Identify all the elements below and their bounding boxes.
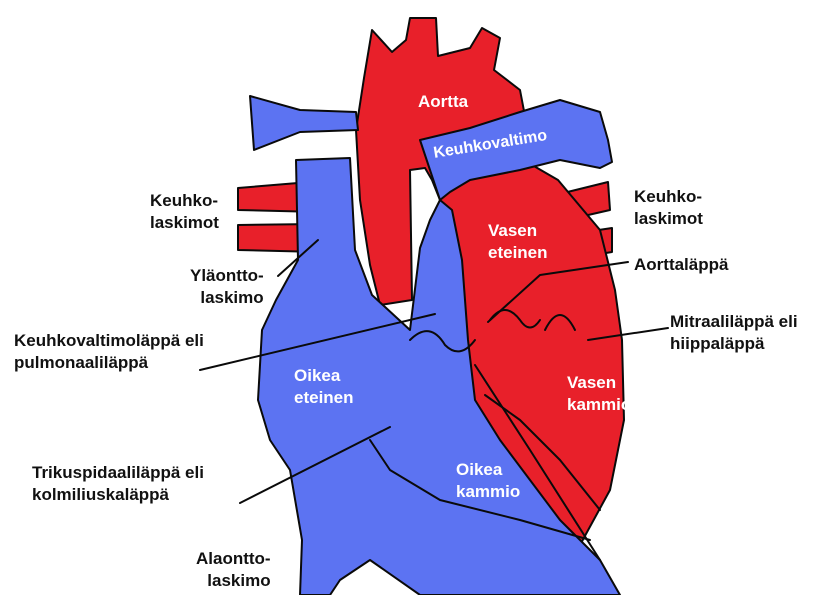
- label-mitraalilappa: Mitraaliläppä eli hiippaläppä: [670, 311, 798, 355]
- label-trikuspidaalilappa: Trikuspidaaliläppä eli kolmiliuskaläppä: [32, 462, 204, 506]
- label-ylaonttolaskimo: Yläontto- laskimo: [190, 265, 264, 309]
- label-aortta: Aortta: [418, 91, 468, 113]
- label-vasen-kammio: Vasen kammio: [567, 372, 631, 416]
- label-keuhkolaskimot-right: Keuhko- laskimot: [634, 186, 703, 230]
- label-alaonttolaskimo: Alaontto- laskimo: [196, 548, 271, 592]
- label-oikea-eteinen: Oikea eteinen: [294, 365, 354, 409]
- vena-cava-stubs: [250, 96, 358, 150]
- label-vasen-eteinen: Vasen eteinen: [488, 220, 548, 264]
- label-keuhkovaltimolappa: Keuhkovaltimoläppä eli pulmonaaliläppä: [14, 330, 204, 374]
- label-oikea-kammio: Oikea kammio: [456, 459, 520, 503]
- label-aorttalappa: Aorttaläppä: [634, 254, 728, 276]
- label-keuhkolaskimot-left: Keuhko- laskimot: [150, 190, 219, 234]
